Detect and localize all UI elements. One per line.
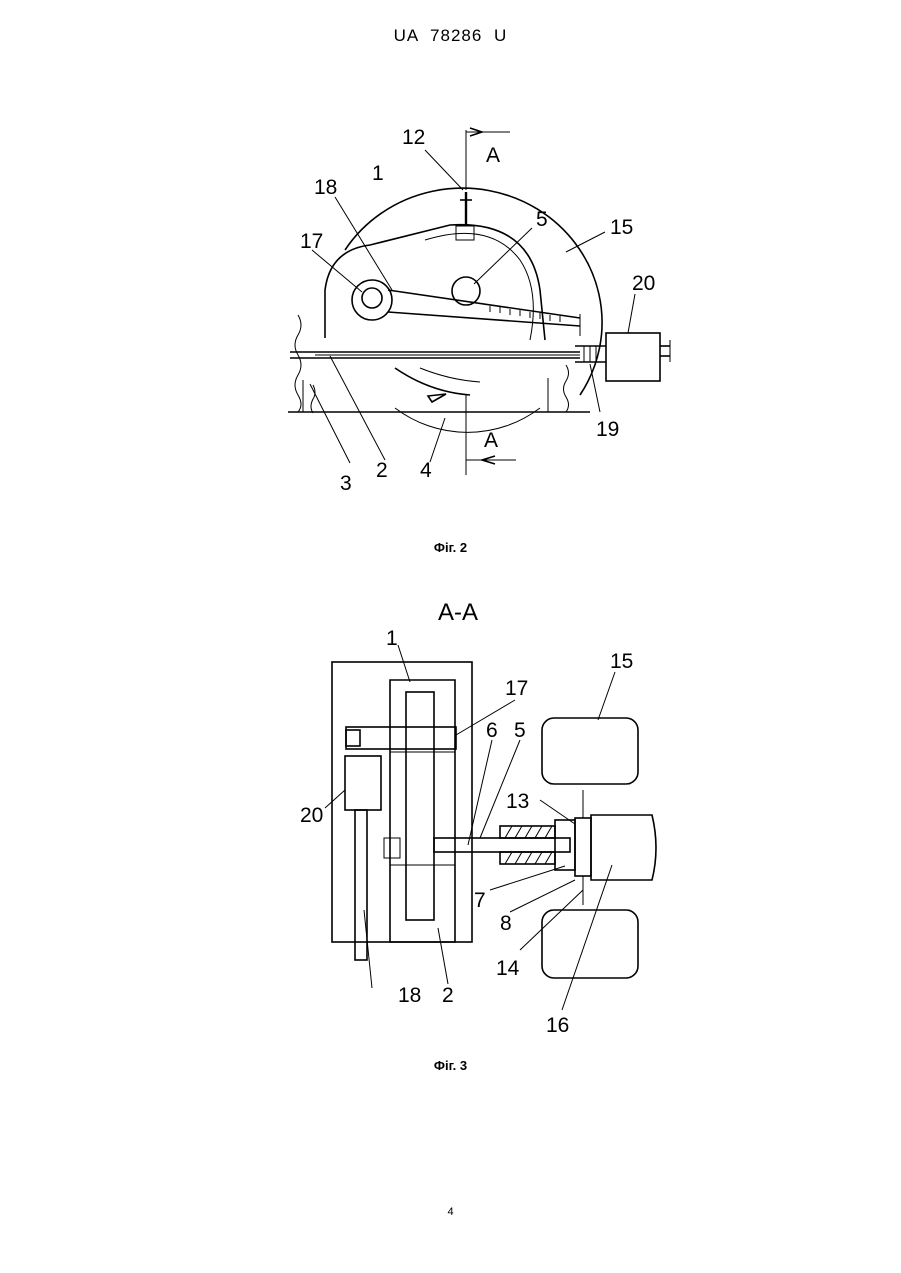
figure-2-caption: Фіг. 2 <box>0 540 901 555</box>
fig3-section-title: A-A <box>438 599 478 626</box>
fig3-label-6: 6 <box>486 719 498 742</box>
fig2-section-mark-bottom: A <box>484 429 498 452</box>
fig3-label-2: 2 <box>442 984 454 1007</box>
fig3-label-13: 13 <box>506 790 529 813</box>
figure-2-drawing: A A 12 18 1 5 15 17 20 19 3 2 4 <box>0 0 901 520</box>
fig2-label-20: 20 <box>632 272 655 295</box>
fig3-label-18: 18 <box>398 984 421 1007</box>
figure-3-drawing: A-A <box>0 580 901 1050</box>
fig2-label-2: 2 <box>376 459 388 482</box>
page-number: 4 <box>0 1206 901 1218</box>
fig2-label-17: 17 <box>300 230 323 253</box>
figure-3-caption: Фіг. 3 <box>0 1058 901 1073</box>
fig2-label-15: 15 <box>610 216 633 239</box>
fig3-label-17: 17 <box>505 677 528 700</box>
fig3-label-8: 8 <box>500 912 512 935</box>
figure-3-labels: 1 17 6 5 15 13 20 7 8 14 18 2 16 <box>300 627 633 1037</box>
fig2-label-4: 4 <box>420 459 432 482</box>
fig3-label-1: 1 <box>386 627 398 650</box>
fig3-label-20: 20 <box>300 804 323 827</box>
fig2-label-18: 18 <box>314 176 337 199</box>
fig2-label-3: 3 <box>340 472 352 495</box>
fig3-label-16: 16 <box>546 1014 569 1037</box>
fig3-label-7: 7 <box>474 889 486 912</box>
fig2-label-12: 12 <box>402 126 425 149</box>
fig3-label-14: 14 <box>496 957 520 980</box>
fig3-label-5: 5 <box>514 719 526 742</box>
fig3-label-15: 15 <box>610 650 633 673</box>
fig2-label-5: 5 <box>536 208 548 231</box>
fig2-label-19: 19 <box>596 418 619 441</box>
fig2-label-1: 1 <box>372 162 384 185</box>
fig2-section-mark-top: A <box>486 144 500 167</box>
